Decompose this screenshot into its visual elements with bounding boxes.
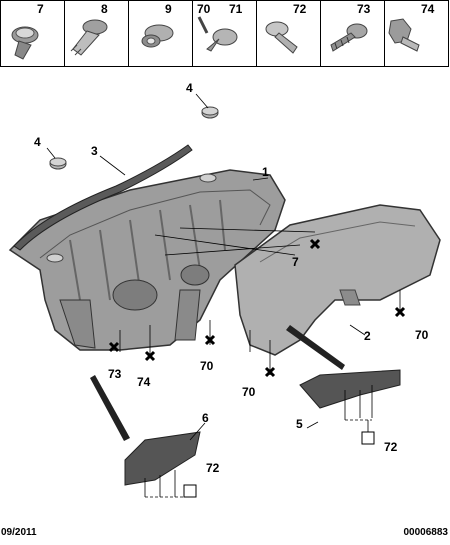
callout-2: 2 [364,329,371,343]
part-number: 73 [357,2,371,16]
part-number: 9 [165,2,172,16]
trim-panel-6 [124,431,201,486]
callout-70-b: 70 [242,385,256,399]
screw-markers [108,238,406,378]
trim-panel-5 [299,369,401,409]
callout-72-b: 72 [206,461,220,475]
dashboard-carrier [8,169,286,351]
fastener-parts-strip: 7 8 9 70 71 72 [0,0,449,67]
callout-70-a: 70 [200,359,214,373]
hex-flange-bolt-icon [388,18,420,52]
footer-date: 09/2011 [1,527,37,538]
washer-screw-icon [330,23,368,52]
callout-4-right: 4 [186,81,193,95]
grommet-4-right [201,106,219,119]
callout-70-c: 70 [415,328,429,342]
part-number: 70 [197,2,211,16]
part-cell-73: 73 [321,1,385,66]
part-number: 74 [421,2,435,16]
seal-strip-left [90,375,130,441]
clip-72-square [183,484,197,498]
callout-5: 5 [296,417,303,431]
clip-72-square [361,431,375,445]
callout-74: 74 [137,375,151,389]
part-number: 8 [101,2,108,16]
callout-72-a: 72 [384,440,398,454]
part-cell-9: 9 [129,1,193,66]
callout-7: 7 [292,255,299,269]
part-number: 72 [293,2,307,16]
plastic-clip-icon [70,19,108,56]
callout-4-left: 4 [34,135,41,149]
callout-6: 6 [202,411,209,425]
part-number: 7 [37,2,44,16]
part-cell-74: 74 [385,1,448,66]
seal-strip [286,325,345,370]
grommet-4-left [49,157,67,170]
flange-screw-icon [197,16,238,52]
footer-reference: 00006883 [403,527,449,538]
grommet-clip-icon [141,24,174,48]
part-number: 71 [229,2,243,16]
defroster-strip [13,144,193,251]
callout-73: 73 [108,367,122,381]
callout-1: 1 [262,165,269,179]
callout-labels: 1 2 3 4 4 5 6 7 70 70 70 72 72 73 74 [34,81,429,475]
push-rivet-icon [11,26,39,60]
expansion-clip-icon [265,21,298,54]
dashboard-exploded-diagram: 1 2 3 4 4 5 6 7 70 70 70 72 72 73 74 [8,81,441,498]
part-cell-7: 7 [1,1,65,66]
callout-3: 3 [91,144,98,158]
part-cell-70-71: 70 71 [193,1,257,66]
part-cell-8: 8 [65,1,129,66]
part-cell-72: 72 [257,1,321,66]
